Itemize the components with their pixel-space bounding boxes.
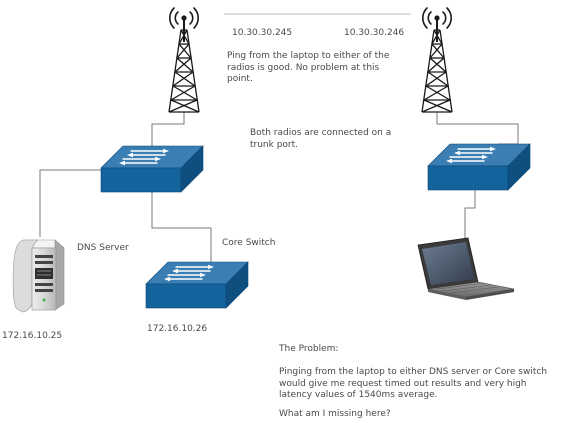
left-radio-ip: 10.30.30.245 (232, 28, 293, 38)
radio-tower-icon (168, 7, 200, 113)
problem-description: Pinging from the laptop to either DNS se… (279, 367, 548, 400)
server-icon (12, 239, 65, 313)
network-switch-icon (145, 261, 249, 309)
right-tower-to-switch-link (436, 112, 519, 145)
dns-server-label: DNS Server (77, 243, 129, 253)
core-switch-label: Core Switch (222, 238, 276, 248)
ping-note: Ping from the laptop to either of the ra… (227, 51, 390, 84)
dns-server-ip: 172.16.10.25 (2, 331, 63, 341)
network-switch-icon (100, 145, 204, 193)
network-links (39, 13, 519, 262)
right-radio-ip: 10.30.30.246 (344, 28, 405, 38)
switch-to-dns-link (39, 169, 101, 237)
network-switch-icon (427, 143, 531, 191)
problem-heading: The Problem: (279, 344, 339, 354)
laptop-icon (417, 237, 515, 300)
core-switch-ip: 172.16.10.26 (147, 324, 208, 334)
switch-to-laptop-link (464, 190, 476, 240)
left-tower-to-switch-link (151, 112, 185, 146)
problem-question: What am I missing here? (279, 409, 391, 419)
radio-tower-icon (421, 7, 453, 113)
trunk-note: Both radios are connected on a trunk por… (250, 128, 392, 150)
switch-to-core-link (151, 192, 212, 262)
